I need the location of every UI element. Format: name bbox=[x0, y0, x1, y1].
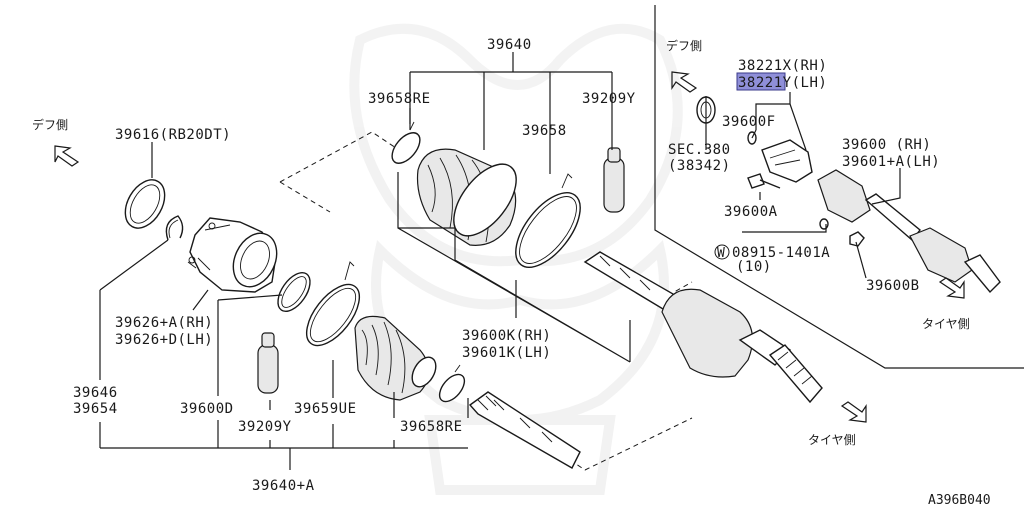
label-39640A[interactable]: 39640+A bbox=[252, 478, 315, 494]
label-39646[interactable]: 39646 bbox=[73, 385, 118, 401]
stub-shaft-bottom bbox=[468, 391, 581, 469]
label-39658[interactable]: 39658 bbox=[522, 123, 567, 139]
direction-tire-center: タイヤ側 bbox=[808, 433, 856, 447]
direction-tire-right: タイヤ側 bbox=[922, 317, 970, 331]
snap-ring-39616 bbox=[124, 179, 166, 229]
arrow-icon bbox=[840, 401, 867, 423]
label-38221X[interactable]: 38221X(RH) bbox=[738, 58, 827, 74]
grease-tube-top bbox=[603, 147, 625, 213]
label-39600-rh[interactable]: 39600 (RH) bbox=[842, 137, 931, 153]
label-39626-lh[interactable]: 39626+D(LH) bbox=[115, 332, 213, 348]
label-39654[interactable]: 39654 bbox=[73, 401, 118, 417]
label-39209Y-top[interactable]: 39209Y bbox=[582, 91, 636, 107]
label-38221Y-highlighted[interactable]: 38221 bbox=[738, 75, 783, 91]
assembly-dashed-outline-b bbox=[279, 181, 331, 213]
diagram-code: A396B040 bbox=[928, 493, 991, 508]
label-39600A[interactable]: 39600A bbox=[724, 204, 778, 220]
label-39659UE[interactable]: 39659UE bbox=[294, 401, 357, 417]
drive-shaft-assembly-right bbox=[817, 169, 1001, 294]
label-38221Y-suffix[interactable]: Y(LH) bbox=[783, 75, 828, 91]
retaining-ring bbox=[277, 272, 311, 312]
label-sec38342[interactable]: (38342) bbox=[668, 158, 731, 174]
arrow-icon bbox=[54, 145, 80, 167]
subdiagram-border bbox=[654, 5, 1024, 369]
label-sec380[interactable]: SEC.380 bbox=[668, 142, 731, 158]
boot-band-39659UE bbox=[305, 261, 361, 347]
bolt-39600A bbox=[747, 173, 781, 189]
label-39600K-rh[interactable]: 39600K(RH) bbox=[462, 328, 551, 344]
label-39626-rh[interactable]: 39626+A(RH) bbox=[115, 315, 213, 331]
w-mark-letter: W bbox=[717, 246, 725, 261]
label-38221Y[interactable]: 38221Y(LH) bbox=[738, 75, 827, 91]
inner-joint-housing-39626 bbox=[187, 217, 278, 293]
highlight-box bbox=[736, 72, 786, 91]
circlip bbox=[165, 215, 184, 241]
label-39600D[interactable]: 39600D bbox=[180, 401, 234, 417]
label-39600B[interactable]: 39600B bbox=[866, 278, 920, 294]
arrow-icon bbox=[938, 277, 965, 299]
inner-boot-bottom bbox=[354, 315, 437, 401]
leader-lines bbox=[99, 52, 901, 470]
label-39601K-lh[interactable]: 39601K(LH) bbox=[462, 345, 551, 361]
grease-tube-bottom bbox=[257, 332, 279, 394]
outer-boot-top bbox=[391, 121, 517, 246]
w-mark-icon: W bbox=[714, 244, 730, 261]
label-39658RE-bottom[interactable]: 39658RE bbox=[400, 419, 463, 435]
label-08915-qty: (10) bbox=[736, 259, 772, 275]
label-39616[interactable]: 39616(RB20DT) bbox=[115, 127, 231, 143]
label-39601A-lh[interactable]: 39601+A(LH) bbox=[842, 154, 940, 170]
washer-08915 bbox=[819, 218, 829, 230]
boot-band-39658RE-bottom bbox=[438, 364, 466, 403]
nut-39600B bbox=[849, 231, 865, 247]
arrow-icon bbox=[671, 71, 698, 93]
label-39658RE-top[interactable]: 39658RE bbox=[368, 91, 431, 107]
label-39640[interactable]: 39640 bbox=[487, 37, 532, 53]
direction-diff-right: デフ側 bbox=[666, 38, 702, 53]
side-flange-38221 bbox=[761, 139, 813, 183]
boot-band-39658 bbox=[515, 173, 581, 268]
label-08915[interactable]: 08915-1401A bbox=[732, 245, 830, 261]
label-39209Y-bottom[interactable]: 39209Y bbox=[238, 419, 292, 435]
drive-shaft-outer-joint bbox=[583, 251, 823, 404]
label-39600F[interactable]: 39600F bbox=[722, 114, 776, 130]
direction-diff-left: デフ側 bbox=[32, 117, 68, 132]
